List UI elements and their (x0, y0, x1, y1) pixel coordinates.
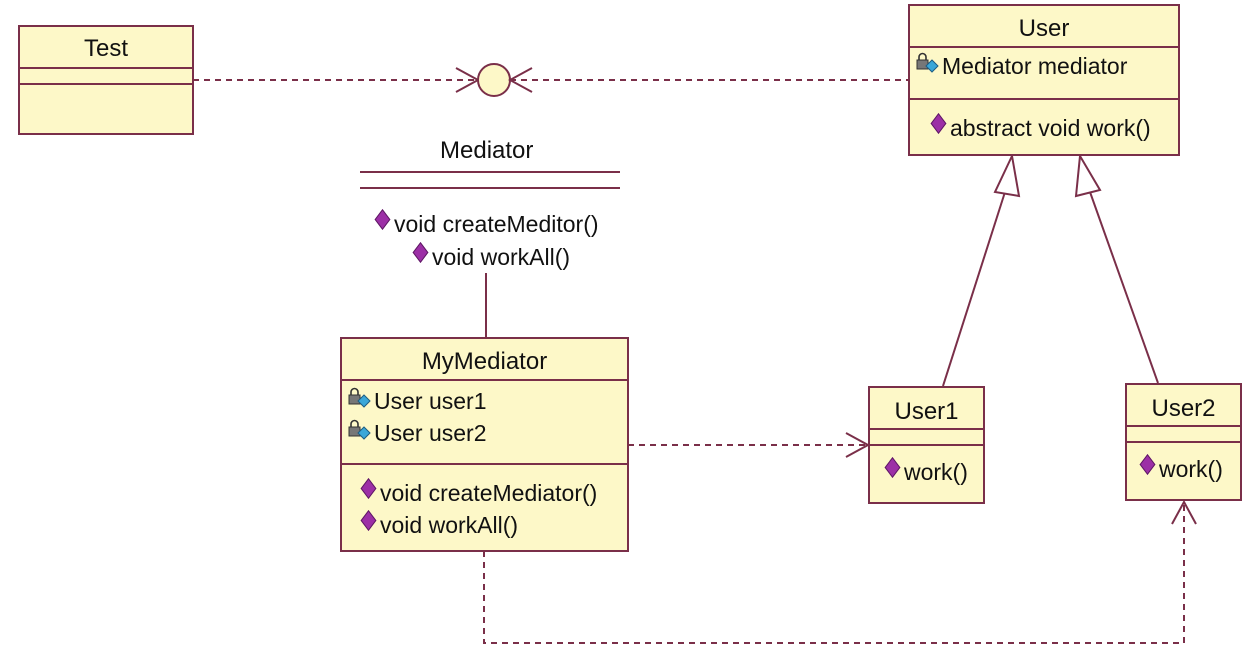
class-user[interactable]: User Mediator mediator abstract void wor… (908, 4, 1180, 156)
class-my-mediator-attributes: User user1 User user2 (342, 379, 627, 463)
interface-mediator-operation-2: void workAll() (412, 241, 571, 273)
mymediator-user2-arrowhead (1171, 499, 1197, 525)
operation-text: abstract void work() (950, 114, 1151, 141)
class-my-mediator-name: MyMediator (421, 348, 548, 375)
class-test[interactable]: Test (18, 25, 194, 135)
operation-text: void workAll() (432, 243, 571, 270)
operation-row: void workAll() (360, 509, 627, 541)
class-test-operations (20, 83, 192, 133)
operation-text: void createMeditor() (394, 210, 599, 237)
class-test-attributes (20, 67, 192, 83)
operation-text: void createMediator() (380, 479, 598, 506)
mymediator-user2-dependency (483, 502, 1185, 644)
operation-row: void createMediator() (360, 477, 627, 509)
public-operation-icon (930, 112, 947, 134)
private-attribute-icon (916, 52, 940, 76)
public-operation-icon (360, 509, 377, 531)
class-user1[interactable]: User1 work() (868, 386, 985, 504)
class-user1-operations: work() (870, 444, 983, 500)
attribute-row: User user1 (348, 385, 627, 417)
interface-mediator-operation-1: void createMeditor() (374, 208, 599, 240)
public-operation-icon (412, 241, 429, 263)
operation-text: void workAll() (380, 511, 519, 538)
class-user-operations: abstract void work() (910, 98, 1178, 154)
user2-generalization-arrowhead (1074, 152, 1102, 198)
user1-generalization-arrowhead (993, 152, 1021, 198)
private-attribute-icon (348, 387, 372, 411)
operation-row: abstract void work() (930, 112, 1178, 144)
operation-text: work() (1159, 455, 1223, 482)
private-attribute-icon (348, 419, 372, 443)
class-test-name: Test (83, 35, 128, 62)
class-user2[interactable]: User2 work() (1125, 383, 1242, 501)
public-operation-icon (884, 456, 901, 478)
class-my-mediator[interactable]: MyMediator User user1 User user2 void cr… (340, 337, 629, 552)
public-operation-icon (374, 208, 391, 230)
attribute-row: User user2 (348, 417, 627, 449)
attribute-text: User user1 (374, 387, 487, 414)
class-user-attributes: Mediator mediator (910, 46, 1178, 98)
operation-text: work() (904, 458, 968, 485)
public-operation-icon (1139, 453, 1156, 475)
attribute-text: User user2 (374, 419, 487, 446)
interface-mediator-name[interactable]: Mediator (440, 137, 534, 164)
class-user1-attributes (870, 428, 983, 444)
user2-generalization (1089, 191, 1159, 384)
interface-lollipop (477, 63, 511, 97)
user-interface-arrowhead (507, 67, 533, 93)
class-user2-operations: work() (1127, 441, 1240, 497)
user1-generalization (942, 191, 1006, 387)
operation-row: work() (884, 456, 983, 488)
class-user1-name: User1 (894, 398, 959, 425)
public-operation-icon (360, 477, 377, 499)
class-my-mediator-operations: void createMediator() void workAll() (342, 463, 627, 550)
operation-row: work() (1139, 453, 1240, 485)
class-user-name: User (1018, 15, 1070, 42)
class-user2-name: User2 (1151, 395, 1216, 422)
class-user2-attributes (1127, 425, 1240, 441)
attribute-text: Mediator mediator (942, 52, 1128, 79)
attribute-row: Mediator mediator (916, 50, 1178, 82)
